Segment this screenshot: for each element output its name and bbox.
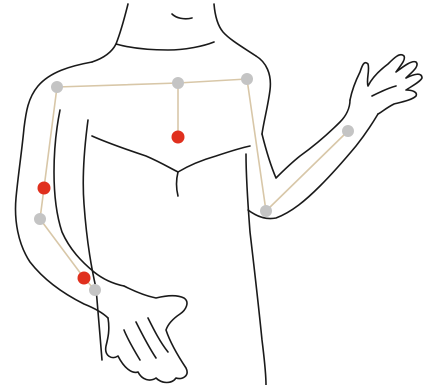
joint-neck[interactable] bbox=[172, 77, 184, 89]
right-hand-finger-lines bbox=[124, 318, 168, 360]
neck-outline-right bbox=[214, 4, 256, 56]
bone-left-shoulder-to-left-elbow bbox=[247, 79, 266, 211]
skeleton-joints bbox=[34, 73, 354, 296]
joint-chest-active[interactable] bbox=[172, 131, 185, 144]
skeleton-bones bbox=[40, 79, 348, 290]
sternum-line bbox=[177, 172, 179, 196]
body-outline bbox=[16, 4, 422, 385]
neck-outline-left bbox=[92, 4, 128, 62]
collar-notch bbox=[172, 14, 192, 19]
chest-line-left bbox=[92, 136, 178, 172]
left-hand-palm-line bbox=[372, 86, 396, 96]
joint-right-hand[interactable] bbox=[89, 284, 101, 296]
joint-right-shoulder[interactable] bbox=[51, 81, 63, 93]
left-shoulder-outline bbox=[256, 56, 270, 134]
bone-neck-to-left-shoulder bbox=[178, 79, 247, 83]
right-arm-outline-inner bbox=[54, 110, 124, 286]
torso-bottom-left bbox=[96, 288, 102, 360]
joint-right-forearm[interactable] bbox=[34, 213, 46, 225]
bone-right-forearm-to-right-wrist bbox=[40, 219, 84, 278]
left-arm-outline-upper bbox=[262, 100, 350, 178]
joint-left-wrist[interactable] bbox=[342, 125, 354, 137]
joint-left-elbow[interactable] bbox=[260, 205, 272, 217]
bone-right-shoulder-to-neck bbox=[57, 83, 178, 87]
collar-line bbox=[116, 42, 214, 50]
joint-right-elbow-active[interactable] bbox=[38, 182, 51, 195]
torso-left-side bbox=[83, 120, 96, 288]
joint-left-shoulder[interactable] bbox=[241, 73, 253, 85]
right-hand-outline bbox=[106, 286, 187, 383]
chest-line-right bbox=[178, 146, 250, 172]
left-hand-outline bbox=[350, 55, 422, 114]
joint-right-wrist-active[interactable] bbox=[78, 272, 91, 285]
